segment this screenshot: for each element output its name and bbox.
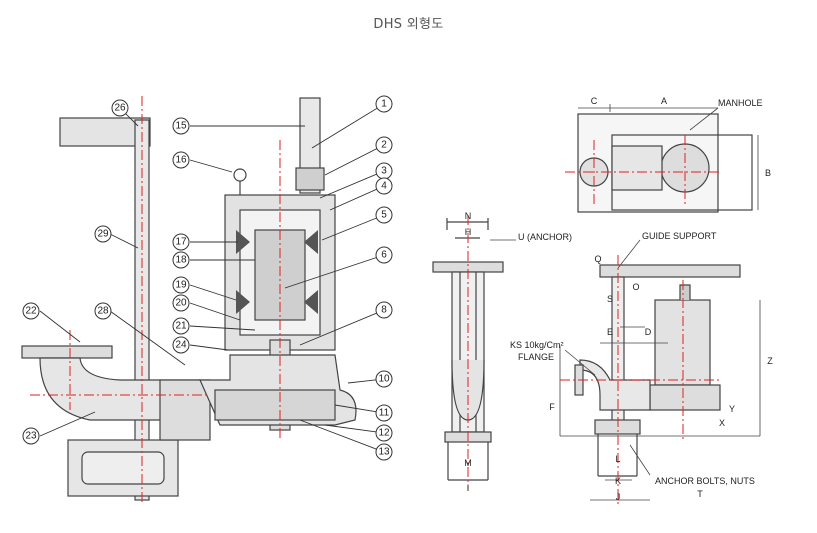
- side-view-drawing: [21, 96, 385, 505]
- balloon-13: [375, 443, 393, 461]
- dim-k: K: [615, 476, 621, 486]
- front-view-drawing: [432, 215, 516, 490]
- balloon-5: [375, 206, 393, 224]
- part-number: 17: [175, 237, 187, 248]
- part-number: 8: [381, 305, 387, 316]
- dim-h: H: [465, 227, 472, 237]
- balloon-12: [375, 424, 393, 442]
- dim-n: N: [465, 211, 472, 221]
- install-view-drawing: [559, 239, 761, 505]
- plan-view-drawing: [565, 104, 759, 213]
- part-number: 15: [175, 121, 187, 132]
- part-number: 2: [381, 140, 387, 151]
- part-number: 22: [25, 306, 37, 317]
- part-number: 12: [378, 428, 390, 439]
- install-view-labels: C A MANHOLE B GUIDE SUPPORT Q O S E D KS…: [510, 96, 773, 502]
- dim-q: Q: [594, 254, 601, 264]
- balloon-29: [94, 225, 112, 243]
- balloon-23: [22, 427, 40, 445]
- guide-support-label: GUIDE SUPPORT: [642, 231, 717, 241]
- dim-m: M: [464, 458, 472, 468]
- balloon-22: [22, 302, 40, 320]
- part-number: 18: [175, 255, 187, 266]
- flange-label-1: KS 10kg/Cm²: [510, 340, 564, 350]
- manhole-label: MANHOLE: [718, 98, 763, 108]
- dim-a: A: [661, 96, 667, 106]
- flange-label-2: FLANGE: [518, 352, 554, 362]
- part-number: 19: [175, 280, 187, 291]
- balloon-6: [375, 246, 393, 264]
- dim-b: B: [765, 168, 771, 178]
- part-number: 5: [381, 210, 387, 221]
- part-number: 4: [381, 181, 387, 192]
- part-numbers: 1 2 3 4 5 6 8 10 11 12 13 15 16 17 18 19…: [25, 99, 390, 458]
- part-number: 21: [175, 321, 187, 332]
- anchor-label: U (ANCHOR): [518, 232, 572, 242]
- dim-d: D: [645, 327, 652, 337]
- balloon-17: [172, 233, 190, 251]
- balloon-24: [172, 336, 190, 354]
- part-number: 16: [175, 155, 187, 166]
- dim-l: L: [615, 454, 620, 464]
- balloon-21: [172, 317, 190, 335]
- part-balloons: [22, 95, 393, 461]
- balloon-18: [172, 251, 190, 269]
- part-number: 10: [378, 374, 390, 385]
- part-number: 23: [25, 431, 37, 442]
- part-number: 1: [381, 99, 387, 110]
- part-number: 24: [175, 340, 187, 351]
- balloon-26: [111, 99, 129, 117]
- dim-t: T: [697, 489, 703, 499]
- part-number: 3: [381, 166, 387, 177]
- dim-e: E: [607, 327, 613, 337]
- balloon-19: [172, 276, 190, 294]
- page-title: DHS 외형도: [373, 17, 444, 32]
- part-number: 6: [381, 250, 387, 261]
- balloon-1: [375, 95, 393, 113]
- balloon-15: [172, 117, 190, 135]
- dim-s: S: [607, 294, 613, 304]
- dim-c: C: [591, 96, 598, 106]
- dim-x: X: [719, 418, 725, 428]
- balloon-16: [172, 151, 190, 169]
- balloon-28: [94, 302, 112, 320]
- balloon-2: [375, 136, 393, 154]
- balloon-10: [375, 370, 393, 388]
- dim-o: O: [632, 282, 639, 292]
- dim-z: Z: [767, 356, 773, 366]
- balloon-11: [375, 404, 393, 422]
- balloon-4: [375, 177, 393, 195]
- dim-y: Y: [729, 404, 735, 414]
- part-number: 20: [175, 298, 187, 309]
- dim-j: J: [616, 492, 621, 502]
- balloon-8: [375, 301, 393, 319]
- dim-i: I: [467, 483, 470, 493]
- anchor-bolts-label: ANCHOR BOLTS, NUTS: [655, 476, 755, 486]
- part-number: 29: [97, 229, 109, 240]
- part-number: 26: [114, 103, 126, 114]
- part-number: 13: [378, 447, 390, 458]
- front-view-labels: N H U (ANCHOR) M I: [464, 211, 572, 493]
- part-number: 28: [97, 306, 109, 317]
- dim-f: F: [549, 402, 555, 412]
- part-number: 11: [379, 408, 390, 419]
- balloon-20: [172, 294, 190, 312]
